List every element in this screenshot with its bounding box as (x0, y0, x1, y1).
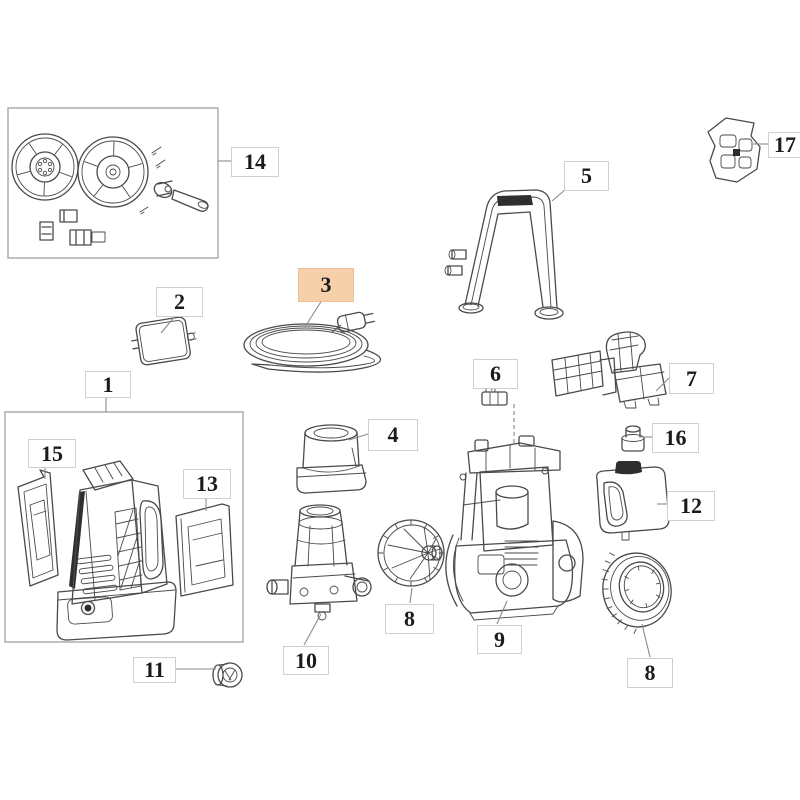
part-label-14[interactable]: 14 (231, 147, 279, 177)
part-label-4[interactable]: 4 (368, 419, 418, 451)
part-number: 1 (102, 371, 114, 397)
motor-pump-drawing (267, 505, 371, 620)
part-label-6[interactable]: 6 (473, 359, 518, 389)
part-label-8b[interactable]: 8 (627, 658, 673, 688)
part-number: 9 (494, 626, 505, 652)
part-number: 13 (196, 471, 218, 496)
part-number: 12 (680, 493, 702, 518)
part-label-3-selected[interactable]: 3 (298, 268, 354, 302)
cap-drawing (622, 426, 644, 451)
part-number: 10 (295, 647, 317, 673)
left-panel-drawing (18, 470, 58, 586)
part-number: 2 (174, 289, 185, 314)
right-panel-drawing (176, 504, 233, 596)
part-number: 4 (387, 422, 399, 447)
detergent-tank-drawing (597, 461, 669, 540)
part-number: 5 (581, 163, 592, 188)
wheel-front-drawing (378, 520, 444, 586)
wheel-angled-drawing (595, 542, 679, 638)
part-number: 16 (664, 425, 687, 450)
leader-lines (45, 144, 768, 669)
part-label-8a[interactable]: 8 (385, 604, 434, 634)
part-number: 17 (774, 132, 796, 157)
bottle-holder-drawing (297, 425, 366, 493)
part-label-5[interactable]: 5 (564, 161, 609, 191)
cover-panel-drawing (129, 315, 199, 366)
reel-crank-drawing (152, 180, 209, 211)
main-housing-drawing (57, 461, 176, 640)
part-label-1[interactable]: 1 (85, 371, 131, 398)
part-label-12[interactable]: 12 (667, 491, 715, 521)
part-label-2[interactable]: 2 (156, 287, 203, 317)
part-label-10[interactable]: 10 (283, 646, 329, 675)
accessory-tray-drawing (552, 332, 666, 408)
chassis-drawing (446, 436, 583, 620)
hose-reel-kit-drawing (8, 108, 218, 258)
part-number: 8 (644, 660, 656, 685)
part-number: 3 (320, 272, 332, 297)
body-assembly-drawing (5, 412, 243, 642)
part-number: 8 (404, 606, 415, 631)
part-label-11[interactable]: 11 (133, 657, 176, 683)
part-number: 6 (490, 361, 501, 386)
part-label-17[interactable]: 17 (768, 132, 800, 158)
part-label-9[interactable]: 9 (477, 625, 522, 654)
handle-drawing (445, 190, 563, 319)
part-label-7[interactable]: 7 (669, 363, 714, 394)
power-cord-drawing (244, 310, 381, 372)
bracket-drawing (708, 118, 760, 182)
hose-connector-drawing (213, 663, 242, 687)
switch-drawing (482, 388, 514, 443)
part-number: 14 (244, 149, 266, 174)
part-label-16[interactable]: 16 (652, 423, 699, 453)
part-label-13[interactable]: 13 (183, 469, 231, 499)
part-number: 15 (41, 440, 63, 466)
part-number: 7 (686, 365, 697, 391)
part-label-15[interactable]: 15 (28, 439, 76, 468)
part-number: 11 (144, 657, 165, 682)
